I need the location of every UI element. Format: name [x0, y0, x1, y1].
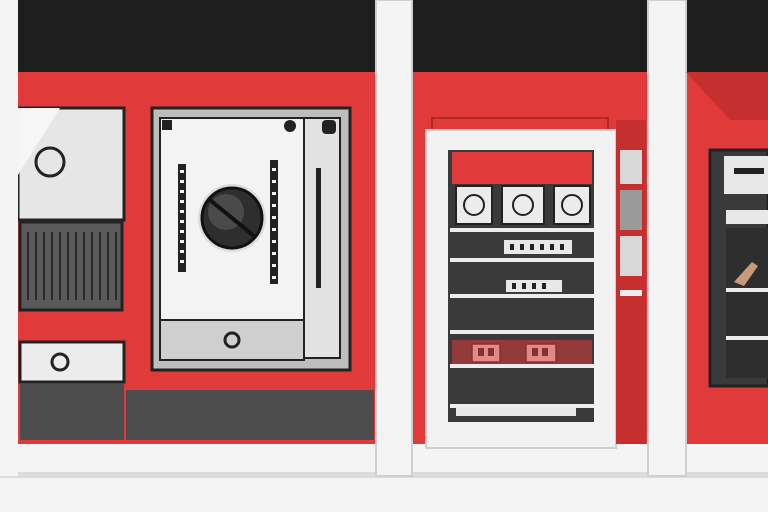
center-perf-right — [270, 160, 321, 288]
right-arm — [734, 262, 758, 286]
pillar-right — [647, 0, 687, 477]
right-top-panel — [724, 156, 768, 194]
right-shelf-3 — [726, 336, 768, 340]
center-lower-panel — [159, 319, 305, 361]
left-knob-icon — [34, 146, 66, 178]
center-screw-m — [284, 120, 296, 132]
center-small-knob-icon — [223, 331, 241, 349]
side-strip — [616, 120, 646, 444]
left-appliance — [16, 106, 126, 440]
center-screw-l — [162, 120, 172, 130]
center-base — [126, 390, 374, 440]
top-modules — [455, 185, 591, 225]
right-shelf-2 — [726, 288, 768, 292]
left-base — [20, 384, 124, 440]
shelf-icon — [450, 228, 594, 408]
rotary-knob-icon — [198, 184, 266, 252]
center-side-panel — [303, 117, 341, 359]
pillar-left — [375, 0, 413, 477]
left-panel-shadow — [18, 108, 60, 175]
right-shelf-1 — [726, 210, 768, 224]
vent-slats — [27, 232, 117, 300]
shelf-cabinet — [425, 117, 617, 449]
perf-dots — [180, 168, 276, 279]
left-lower-panel — [18, 340, 126, 384]
center-perf-left — [178, 164, 186, 272]
right-unit — [686, 72, 768, 388]
right-slot — [734, 168, 764, 174]
circle-knob-icon — [50, 352, 70, 372]
cabinet-top-red — [452, 152, 592, 184]
center-screw-r — [322, 120, 336, 134]
left-pillar-edge — [0, 0, 18, 476]
right-roof — [686, 72, 768, 120]
right-inner — [726, 228, 768, 378]
shelf-red-band — [452, 340, 592, 364]
center-appliance — [126, 106, 374, 440]
